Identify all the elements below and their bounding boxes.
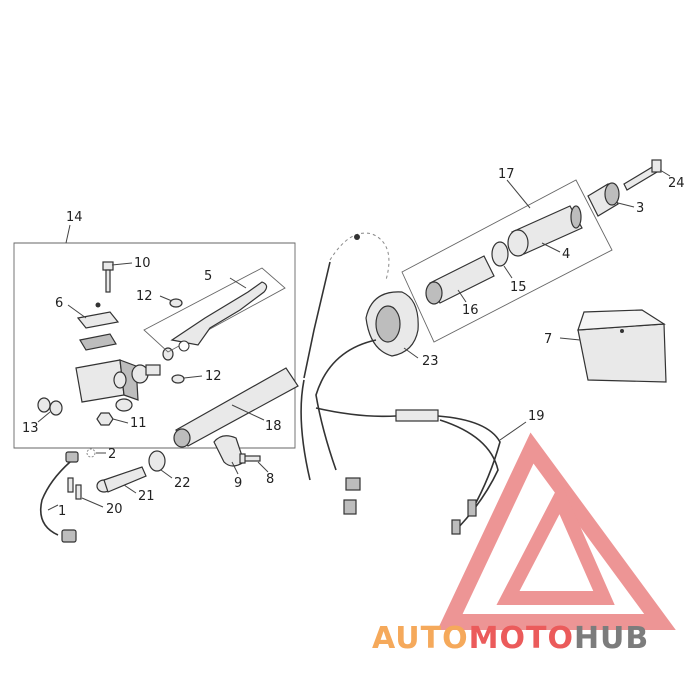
part-18-handlebar bbox=[173, 367, 299, 448]
watermark-text-moto: MOTO bbox=[469, 621, 574, 656]
svg-text:AUTOMOTOHUB: AUTOMOTOHUB bbox=[372, 621, 649, 656]
callout-18: 18 bbox=[265, 419, 282, 434]
part-8-bolt bbox=[239, 453, 261, 464]
part-21-bolt bbox=[96, 466, 147, 493]
callout-21: 21 bbox=[138, 489, 155, 504]
part-2-ring bbox=[86, 448, 96, 458]
callout-4: 4 bbox=[562, 247, 570, 262]
callout-12-upper: 12 bbox=[136, 289, 153, 304]
callout-5: 5 bbox=[204, 269, 212, 284]
part-19-brake-cable bbox=[315, 407, 501, 535]
frame-group-14 bbox=[13, 242, 296, 449]
part-1-stop-switch bbox=[39, 451, 79, 543]
part-22-washer bbox=[148, 450, 166, 472]
callout-19: 19 bbox=[528, 409, 545, 424]
callout-17: 17 bbox=[498, 167, 515, 182]
callout-8: 8 bbox=[266, 472, 274, 487]
watermark-inner-triangle-icon bbox=[496, 481, 615, 605]
frame-part-5 bbox=[143, 267, 286, 353]
part-16-throttle-tube bbox=[425, 255, 495, 305]
callout-9: 9 bbox=[234, 476, 242, 491]
part-10-bolt bbox=[102, 261, 114, 293]
part-12-lower-washer bbox=[171, 374, 185, 384]
part-6-reservoir-cap bbox=[76, 302, 120, 351]
callout-16: 16 bbox=[462, 303, 479, 318]
part-3-bar-end bbox=[587, 182, 620, 217]
master-cylinder-piston bbox=[131, 347, 174, 384]
throttle-cable bbox=[300, 232, 390, 515]
part-11-nut bbox=[96, 412, 114, 426]
watermark-logo: AUTOMOTOHUB bbox=[372, 432, 676, 656]
watermark-text-hub: HUB bbox=[574, 621, 649, 656]
watermark-triangle-icon bbox=[437, 432, 676, 630]
callout-11: 11 bbox=[130, 416, 147, 431]
part-15-ring bbox=[491, 241, 509, 267]
part-7-tool-pouch bbox=[577, 309, 667, 383]
callout-12-lower: 12 bbox=[205, 369, 222, 384]
callout-22: 22 bbox=[174, 476, 191, 491]
callout-10: 10 bbox=[134, 256, 151, 271]
part-13-washer bbox=[37, 397, 63, 416]
callout-1: 1 bbox=[58, 504, 66, 519]
callout-2: 2 bbox=[108, 447, 116, 462]
callout-13: 13 bbox=[22, 421, 39, 436]
master-cylinder-body bbox=[75, 359, 139, 412]
callout-3: 3 bbox=[636, 201, 644, 216]
part-5-brake-lever bbox=[170, 281, 268, 352]
callout-20: 20 bbox=[106, 502, 123, 517]
callout-6: 6 bbox=[55, 296, 63, 311]
frame-group-17 bbox=[401, 179, 613, 343]
part-23-throttle-housing bbox=[365, 291, 419, 357]
part-24-bolt bbox=[623, 159, 662, 191]
callout-24: 24 bbox=[668, 176, 685, 191]
callout-23: 23 bbox=[422, 354, 439, 369]
callout-14: 14 bbox=[66, 210, 83, 225]
part-12-upper-washer bbox=[169, 298, 183, 308]
callout-15: 15 bbox=[510, 280, 527, 295]
watermark-text-auto: AUTO bbox=[372, 621, 469, 656]
part-20-screws bbox=[67, 477, 82, 500]
part-4-grip bbox=[507, 205, 583, 257]
callout-7: 7 bbox=[544, 332, 552, 347]
